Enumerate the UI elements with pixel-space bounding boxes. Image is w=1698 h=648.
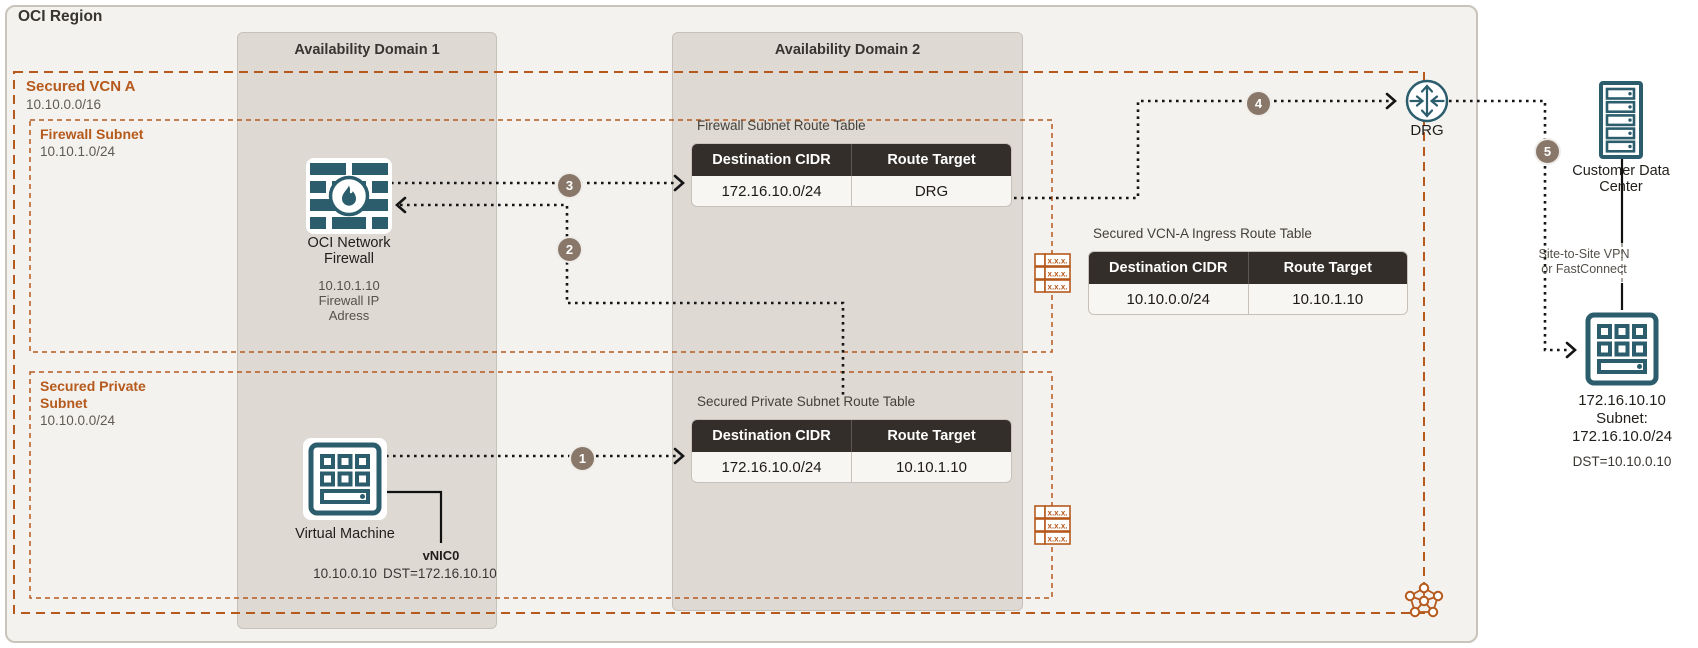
region-title: OCI Region [18, 8, 103, 25]
col-destination-cidr: Destination CIDR [1109, 260, 1228, 276]
cell-destination: 172.16.10.0/24 [721, 182, 822, 200]
cell-destination: 172.16.10.0/24 [721, 458, 822, 476]
firewall-route-table-title: Firewall Subnet Route Table [697, 118, 866, 133]
table-header-row: Destination CIDR Route Target [692, 144, 1011, 176]
ingress-route-table-title: Secured VCN-A Ingress Route Table [1093, 226, 1312, 241]
table-data-row: 172.16.10.0/24 10.10.1.10 [692, 452, 1011, 482]
vm-label: Virtual Machine [295, 526, 395, 542]
table-header-row: Destination CIDR Route Target [1089, 252, 1407, 284]
vpn-fastconnect-label: Site-to-Site VPN or FastConnect [1538, 247, 1630, 276]
customer-dc-label: Customer Data Center [1572, 163, 1670, 195]
step-badge-4: 4 [1245, 90, 1272, 117]
svg-text:x.x.x.: x.x.x. [1048, 270, 1068, 279]
ad2-title: Availability Domain 2 [774, 42, 921, 58]
firewall-subnet-cidr: 10.10.1.0/24 [40, 144, 116, 159]
step-badge-5: 5 [1534, 138, 1561, 165]
col-route-target: Route Target [1247, 252, 1408, 284]
cell-destination: 10.10.0.0/24 [1126, 290, 1210, 308]
network-firewall-icon [306, 158, 392, 234]
customer-data-center-icon [1598, 80, 1644, 165]
ad1-title: Availability Domain 1 [294, 42, 440, 58]
arrowhead-step5 [1565, 341, 1577, 359]
remote-subnet-caption: 172.16.10.10 Subnet: 172.16.10.0/24 [1571, 392, 1673, 445]
table-header-row: Destination CIDR Route Target [692, 420, 1011, 452]
col-route-target: Route Target [851, 144, 1011, 176]
drg-label: DRG [1410, 122, 1444, 139]
step-badge-2: 2 [556, 236, 583, 263]
svg-text:x.x.x.: x.x.x. [1048, 257, 1068, 266]
route-table-icon: x.x.x. x.x.x. x.x.x. [1034, 505, 1071, 550]
firewall-subnet-name: Firewall Subnet [40, 126, 144, 142]
private-route-table-title: Secured Private Subnet Route Table [697, 394, 916, 409]
cell-target: DRG [851, 176, 1011, 206]
virtual-machine-icon [303, 438, 387, 520]
svg-text:x.x.x.: x.x.x. [1048, 535, 1068, 544]
vm-ip: 10.10.0.10 [313, 566, 377, 581]
remote-subnet-icon [1580, 308, 1664, 390]
svg-text:x.x.x.: x.x.x. [1048, 509, 1068, 518]
svg-text:x.x.x.: x.x.x. [1048, 522, 1068, 531]
firewall-label: OCI Network Firewall [307, 235, 391, 267]
step-badge-1: 1 [569, 445, 596, 472]
firewall-route-table: Destination CIDR Route Target 172.16.10.… [691, 143, 1012, 207]
col-destination-cidr: Destination CIDR [712, 152, 831, 168]
vm-dst-label: DST=172.16.10.10 [383, 566, 497, 581]
vcn-name: Secured VCN A [26, 78, 136, 95]
private-subnet-cidr: 10.10.0.0/24 [40, 413, 116, 428]
route-table-icon: x.x.x. x.x.x. x.x.x. [1034, 253, 1071, 298]
svg-text:x.x.x.: x.x.x. [1048, 283, 1068, 292]
col-destination-cidr: Destination CIDR [712, 428, 831, 444]
ingress-route-table: Destination CIDR Route Target 10.10.0.0/… [1088, 251, 1408, 315]
private-route-table: Destination CIDR Route Target 172.16.10.… [691, 419, 1012, 483]
cell-target: 10.10.1.10 [1247, 284, 1408, 314]
vcn-label: Secured VCN A 10.10.0.0/16 [26, 78, 135, 114]
drg-icon [1404, 78, 1450, 129]
firewall-subnet-label: Firewall Subnet 10.10.1.0/24 [40, 126, 143, 160]
table-data-row: 172.16.10.0/24 DRG [692, 176, 1011, 206]
cell-target: 10.10.1.10 [851, 452, 1011, 482]
vcn-cidr: 10.10.0.0/16 [26, 97, 102, 112]
vcn-icon [1402, 582, 1446, 627]
remote-dst-label: DST=10.10.0.10 [1572, 454, 1672, 469]
col-route-target: Route Target [851, 420, 1011, 452]
step-badge-3: 3 [556, 172, 583, 199]
flame-icon [342, 185, 356, 206]
private-subnet-label: Secured Private Subnet 10.10.0.0/24 [40, 378, 158, 429]
table-data-row: 10.10.0.0/24 10.10.1.10 [1089, 284, 1407, 314]
firewall-ip-caption: 10.10.1.10 Firewall IP Adress [318, 278, 380, 323]
vnic-label: vNIC0 [422, 548, 460, 563]
private-subnet-name: Secured Private Subnet [40, 378, 146, 411]
